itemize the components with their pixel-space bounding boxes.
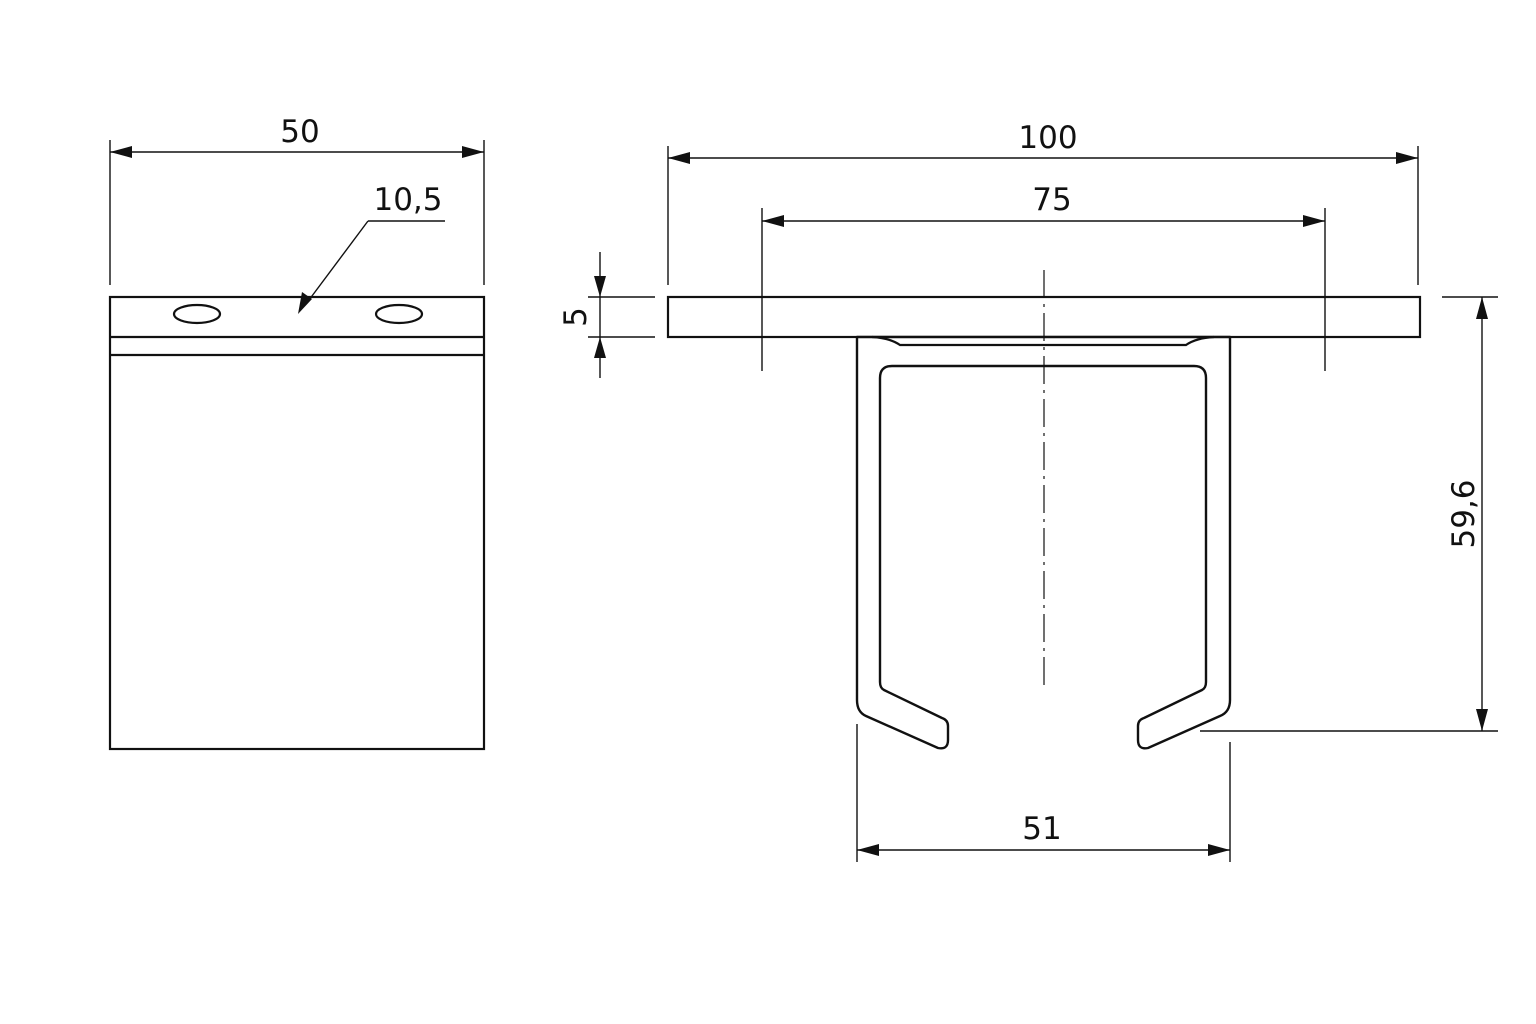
dimension-label-plate-thickness: 5 bbox=[558, 307, 594, 327]
dimension-label-total-height: 59,6 bbox=[1446, 479, 1482, 548]
dimension-total-height: 59,6 bbox=[1200, 296, 1498, 732]
c-profile-top-curve bbox=[871, 335, 1215, 347]
dimension-side-width: 50 bbox=[109, 114, 485, 285]
mounting-hole-left bbox=[172, 303, 222, 325]
dimension-plate-thickness: 5 bbox=[558, 252, 655, 378]
c-profile-track bbox=[855, 335, 1232, 750]
dimension-label-side-width: 50 bbox=[280, 114, 319, 150]
dimension-plate-width: 100 bbox=[667, 120, 1419, 285]
dimension-label-track-width: 51 bbox=[1022, 811, 1061, 847]
side-view-outline bbox=[108, 295, 486, 751]
side-view: 50 10,5 bbox=[108, 114, 486, 751]
dimension-label-hole-spacing: 10,5 bbox=[373, 182, 442, 218]
front-view: 100 75 5 59,6 bbox=[558, 120, 1498, 862]
mounting-hole-right bbox=[374, 303, 424, 325]
dimension-hole-pitch: 75 bbox=[761, 182, 1326, 371]
dimension-label-plate-width: 100 bbox=[1018, 120, 1077, 156]
dimension-label-hole-pitch: 75 bbox=[1032, 182, 1071, 218]
dimension-track-width: 51 bbox=[856, 724, 1231, 862]
dimension-hole-spacing: 10,5 bbox=[298, 182, 445, 314]
